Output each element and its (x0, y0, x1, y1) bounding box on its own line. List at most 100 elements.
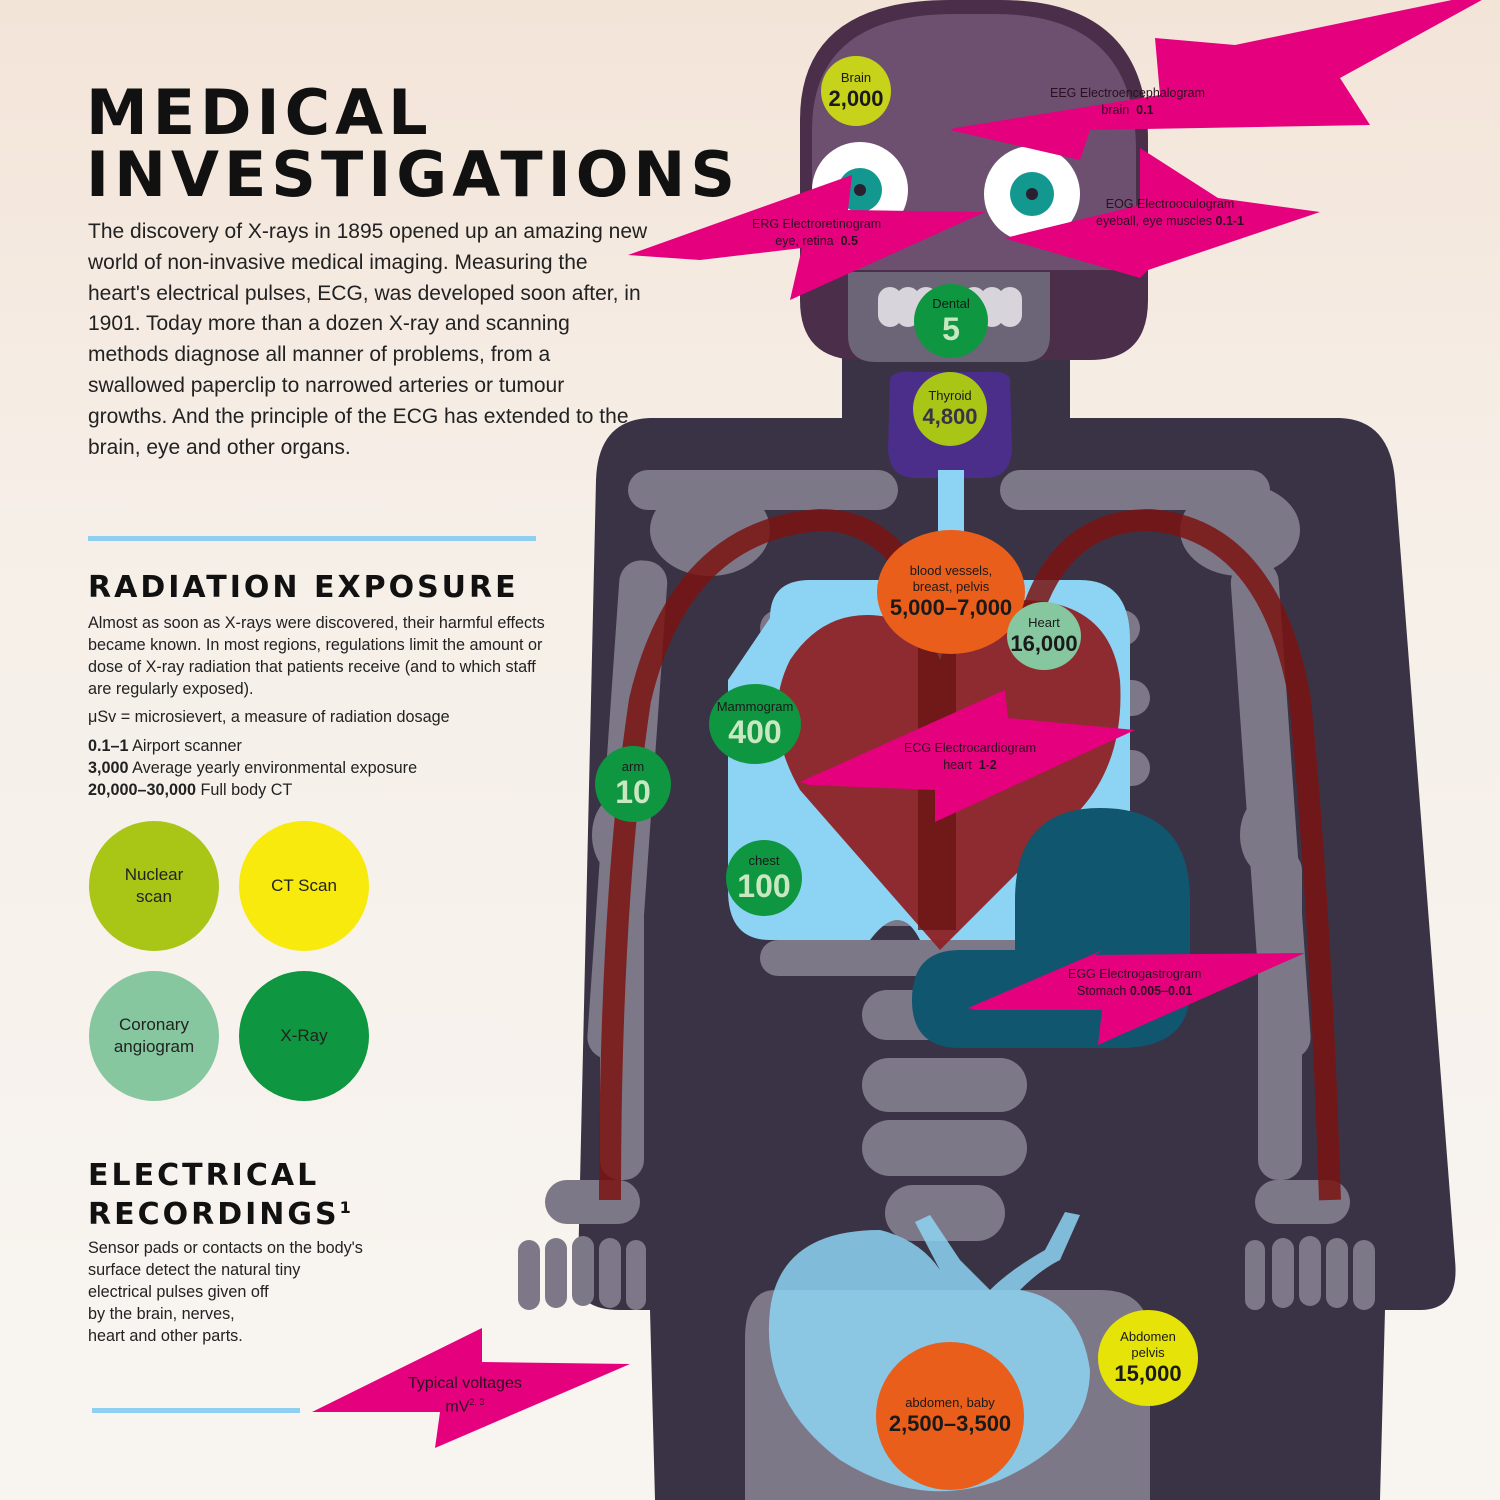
legend-nuclear-scan: Nuclear scan (89, 821, 219, 951)
dose-value: 4,800 (922, 404, 978, 429)
dose-badge-mammogram: Mammogram 400 (709, 684, 801, 764)
reference-value: 20,000–30,000 (88, 781, 197, 799)
dose-badge-thyroid: Thyroid 4,800 (913, 372, 987, 446)
dose-value: 400 (728, 714, 782, 750)
dose-badge-brain: Brain 2,000 (821, 56, 891, 126)
unit-note: μSv = microsievert, a measure of radiati… (88, 708, 450, 726)
electrical-heading: ELECTRICAL RECORDINGS1 (88, 1160, 354, 1231)
dose-label: Dental (932, 296, 970, 311)
recording-egg: EGG Electrogastrogram Stomach 0.005–0.01 (1068, 966, 1201, 1000)
recording-ecg: ECG Electrocardiogram heart 1-2 (904, 740, 1036, 774)
legend-label: Nuclear scan (124, 865, 184, 906)
dose-value: 5 (942, 311, 960, 347)
dose-label: Thyroid (928, 388, 972, 403)
eeg-bolt-icon (950, 0, 1482, 160)
recording-site: heart (943, 758, 972, 772)
eog-bolt-icon (1005, 148, 1320, 278)
recording-name: EGG Electrogastrogram (1068, 967, 1202, 981)
recording-site: eyeball, eye muscles (1096, 214, 1213, 228)
electrical-heading-line-1: ELECTRICAL (88, 1158, 320, 1193)
recording-voltage: 0.5 (840, 234, 858, 248)
dose-label: Heart (1028, 615, 1060, 630)
dose-value: 2,000 (828, 86, 884, 111)
dose-label: blood vessels, breast, pelvis (909, 563, 993, 594)
description-line: Sensor pads or contacts on the body's (88, 1239, 363, 1257)
electrical-description: Sensor pads or contacts on the body's su… (88, 1237, 363, 1347)
reference-level: 20,000–30,000 Full body CT (88, 779, 548, 801)
reference-label: Full body CT (200, 781, 293, 799)
description-line: by the brain, nerves, (88, 1305, 235, 1323)
dose-label: Brain (840, 70, 872, 85)
typical-voltages-bolt-icon (312, 1328, 630, 1448)
legend-x-ray: X-Ray (239, 971, 369, 1101)
trachea (938, 470, 964, 540)
dose-label: chest (748, 853, 780, 868)
dose-label: arm (621, 759, 645, 774)
voltages-text: Typical voltages (408, 1375, 522, 1392)
dose-value: 100 (737, 868, 791, 904)
recording-voltage: 0.1 (1136, 103, 1154, 117)
legend-coronary-angiogram: Coronary angiogram (89, 971, 219, 1101)
footnote-marker: 2, 3 (469, 1397, 485, 1407)
dose-label: abdomen, baby (905, 1395, 995, 1410)
recording-eeg: EEG Electroencephalogram brain 0.1 (1050, 85, 1205, 119)
legend-ct-scan: CT Scan (239, 821, 369, 951)
recording-eog: EOG Electrooculogram eyeball, eye muscle… (1096, 196, 1244, 230)
dose-label: Mammogram (716, 699, 794, 714)
dose-badge-abdomen-baby: abdomen, baby 2,500–3,500 (876, 1342, 1024, 1490)
description-line: surface detect the natural tiny (88, 1261, 301, 1279)
ecg-bolt-icon (800, 690, 1135, 822)
description-line: electrical pulses given off (88, 1283, 269, 1301)
legend-label: CT Scan (271, 876, 337, 895)
reference-level: 0.1–1 Airport scanner (88, 735, 548, 757)
recording-name: EOG Electrooculogram (1105, 197, 1235, 211)
dose-badge-chest: chest 100 (726, 840, 802, 916)
reference-value: 0.1–1 (88, 737, 129, 755)
recording-voltage: 1-2 (978, 758, 997, 772)
radiation-heading: RADIATION EXPOSURE (88, 570, 519, 605)
footnote-marker: 1 (339, 1198, 354, 1217)
description-line: heart and other parts. (88, 1327, 243, 1345)
dose-badge-arm: arm 10 (595, 746, 671, 822)
dose-badge-blood-vessels: blood vessels, breast, pelvis 5,000–7,00… (877, 530, 1025, 654)
dose-value: 2,500–3,500 (888, 1411, 1012, 1436)
right-artery (1019, 508, 1341, 1201)
dose-badge-abdomen-pelvis: Abdomen pelvis 15,000 (1098, 1310, 1198, 1406)
right-eye (984, 146, 1080, 242)
dose-label: Abdomen pelvis (1120, 1329, 1176, 1360)
title-line-2: INVESTIGATIONS (86, 138, 740, 211)
recording-erg: ERG Electroretinogram eye, retina 0.5 (752, 216, 881, 250)
reference-value: 3,000 (88, 759, 129, 777)
dose-badge-heart: Heart 16,000 (1007, 602, 1081, 670)
dose-value: 5,000–7,000 (889, 595, 1013, 620)
reference-label: Airport scanner (132, 737, 242, 755)
dose-value: 10 (615, 774, 651, 810)
left-artery (599, 508, 941, 1201)
radiation-description: Almost as soon as X-rays were discovered… (88, 614, 545, 698)
recording-site: brain (1101, 103, 1130, 117)
reference-level: 3,000 Average yearly environmental expos… (88, 757, 548, 779)
legend-label: X-Ray (280, 1026, 328, 1045)
dose-value: 15,000 (1114, 1361, 1182, 1386)
dose-value: 16,000 (1010, 631, 1078, 656)
recording-name: ERG Electroretinogram (752, 217, 882, 231)
recording-site: Stomach (1077, 984, 1127, 998)
title-line-1: MEDICAL (86, 76, 433, 149)
recording-voltage: 0.005–0.01 (1129, 984, 1193, 998)
electrical-heading-line-2: RECORDINGS (88, 1197, 340, 1232)
erg-bolt-icon (628, 175, 985, 300)
recording-voltage: 0.1-1 (1215, 214, 1245, 228)
egg-bolt-icon (968, 950, 1305, 1045)
reference-label: Average yearly environmental exposure (132, 759, 418, 777)
typical-voltages-label: Typical voltages mV2, 3 (408, 1374, 522, 1416)
voltage-unit: mV (445, 1398, 470, 1416)
recording-name: EEG Electroencephalogram (1050, 86, 1205, 100)
dose-badge-dental: Dental 5 (914, 284, 988, 358)
finger-bones (518, 1236, 1375, 1310)
electrical-bolts (312, 0, 1482, 1448)
bottom-divider (92, 1408, 300, 1413)
recording-site: eye, retina (775, 234, 834, 248)
intro-paragraph: The discovery of X-rays in 1895 opened u… (88, 220, 648, 459)
reference-levels: 0.1–1 Airport scanner 3,000 Average year… (88, 735, 548, 801)
section-divider (88, 536, 536, 541)
